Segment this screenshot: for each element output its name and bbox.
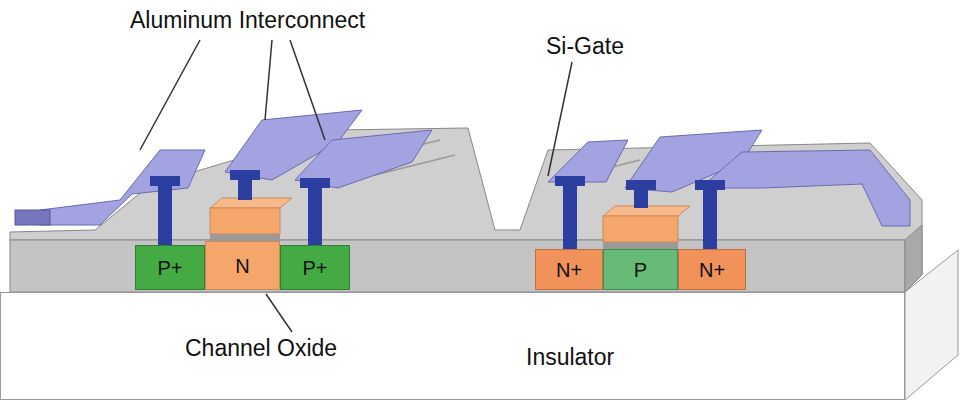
callout-label: Si-Gate bbox=[546, 34, 624, 59]
contact-plug bbox=[158, 182, 172, 248]
doped-region: P bbox=[603, 249, 678, 290]
callout-label: Channel Oxide bbox=[185, 336, 337, 361]
oxide-side bbox=[905, 225, 922, 292]
contact-plug bbox=[626, 180, 656, 190]
doped-region: P+ bbox=[135, 245, 205, 290]
si-gate bbox=[603, 216, 678, 242]
leader-line bbox=[266, 294, 292, 332]
contact-plug bbox=[150, 176, 180, 186]
doping-label: N+ bbox=[556, 260, 582, 280]
doping-label: N bbox=[235, 256, 249, 276]
leader-line bbox=[290, 40, 325, 140]
doped-region: N bbox=[205, 241, 280, 290]
contact-plug bbox=[230, 170, 260, 180]
doping-label: P bbox=[634, 260, 647, 280]
aluminum-interconnect bbox=[548, 140, 628, 182]
leader-line bbox=[265, 40, 272, 120]
doped-region: N+ bbox=[678, 249, 746, 290]
region-label: Insulator bbox=[526, 346, 614, 369]
contact-plug bbox=[703, 186, 717, 250]
aluminum-interconnect bbox=[40, 150, 205, 225]
contact-plug bbox=[300, 178, 330, 188]
doping-label: P+ bbox=[302, 258, 327, 278]
contact-plug bbox=[308, 184, 322, 248]
doping-label: P+ bbox=[157, 258, 182, 278]
oxide-layer bbox=[10, 128, 922, 292]
aluminum-interconnect bbox=[700, 150, 910, 226]
insulator-front bbox=[0, 292, 905, 400]
insulator-band: Insulator bbox=[0, 292, 905, 400]
callout-label: Aluminum Interconnect bbox=[130, 8, 365, 33]
aluminum-interconnect bbox=[15, 210, 50, 225]
doped-region: P+ bbox=[280, 245, 350, 290]
aluminum-interconnect bbox=[295, 130, 432, 188]
contact-plug bbox=[150, 170, 725, 250]
doping-label: N+ bbox=[699, 260, 725, 280]
leader-line bbox=[140, 40, 200, 150]
oxide-front bbox=[10, 240, 905, 292]
contact-plug bbox=[563, 182, 577, 250]
doped-region: N+ bbox=[535, 249, 603, 290]
leader-line bbox=[140, 40, 572, 332]
leader-line bbox=[548, 62, 572, 176]
si-gate bbox=[210, 208, 280, 234]
contact-plug bbox=[555, 176, 585, 186]
contact-plug bbox=[695, 180, 725, 190]
